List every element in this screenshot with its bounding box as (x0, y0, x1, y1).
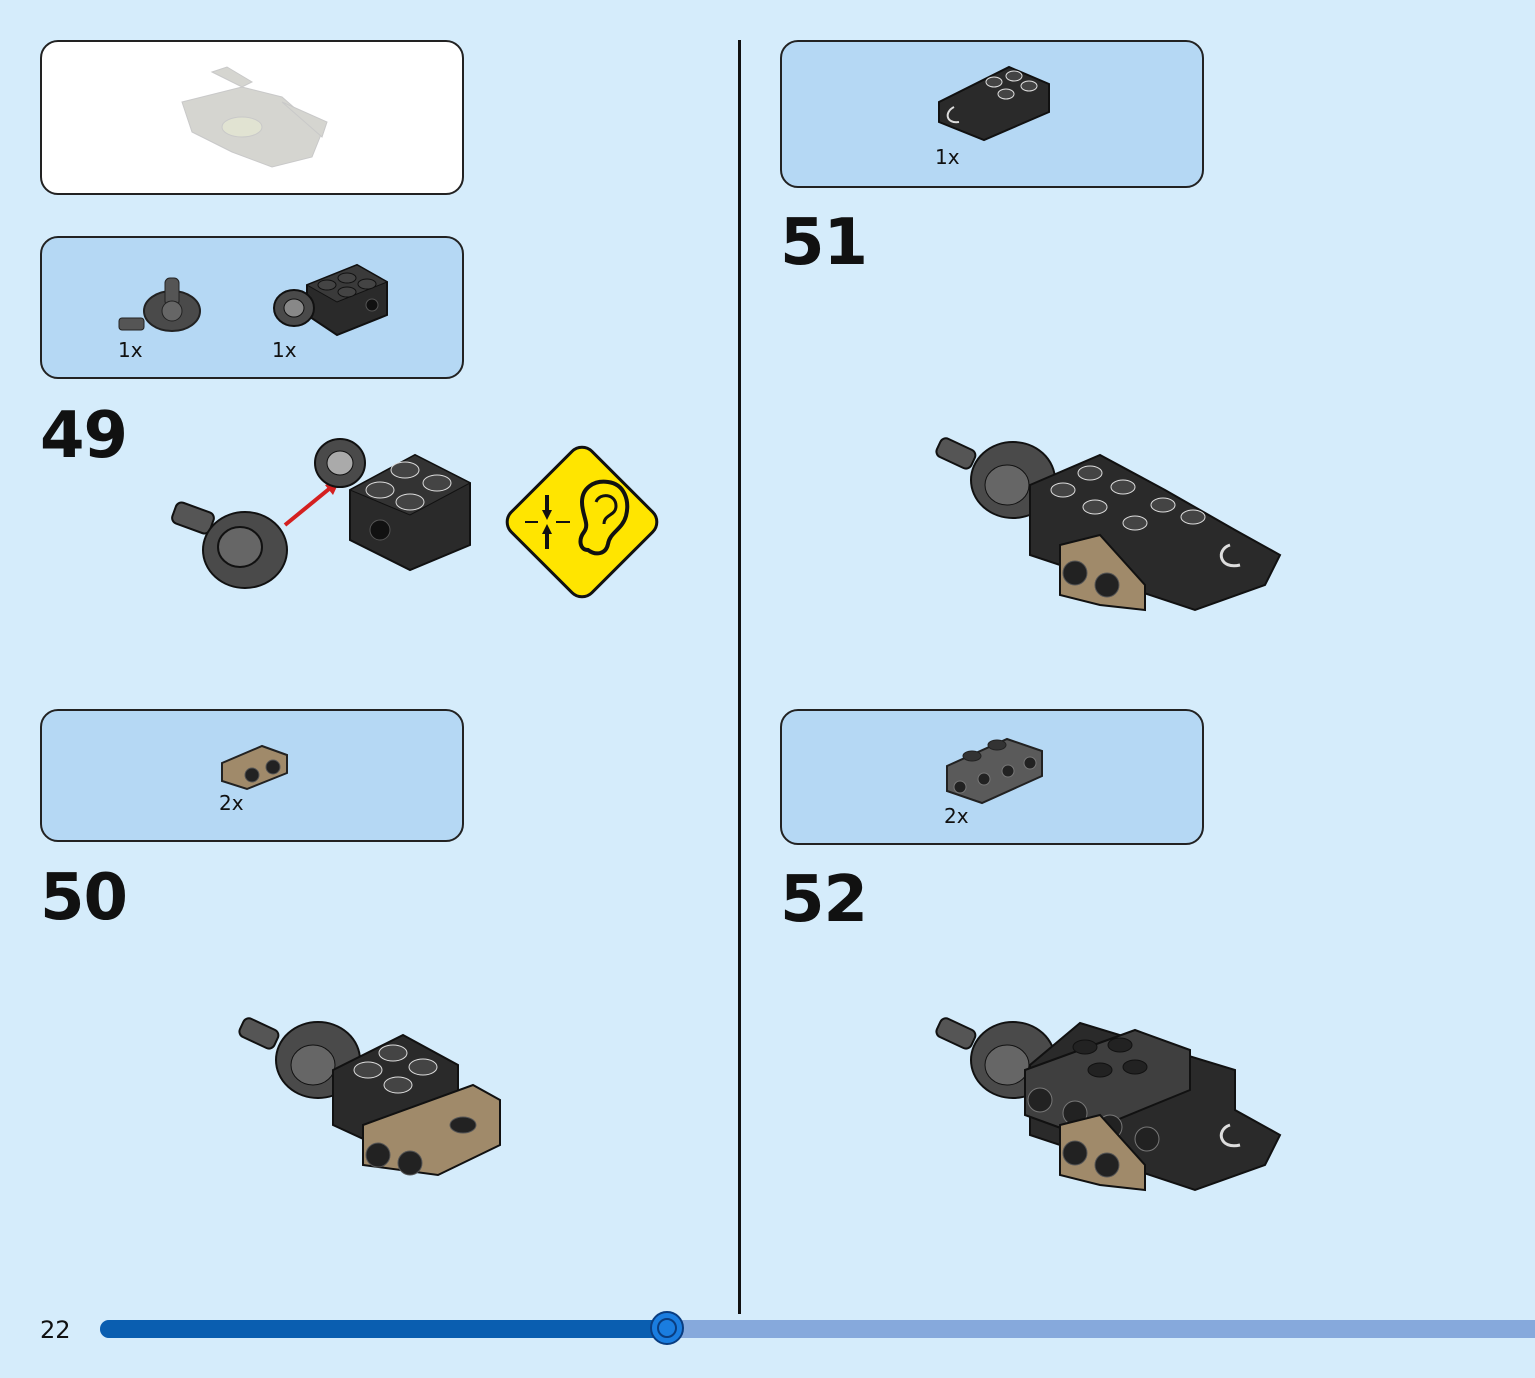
tan-bracket-plate-icon (221, 744, 288, 791)
model-preview-image (181, 66, 328, 168)
step-52-assembly-image (935, 1017, 1282, 1192)
click-sound-warning-icon (505, 445, 659, 599)
part-quantity: 1x (118, 338, 143, 362)
dark-grey-bracket-icon (946, 737, 1043, 805)
parts-box-step-51: 1x (780, 40, 1204, 188)
part-quantity: 2x (219, 791, 244, 815)
column-divider (738, 40, 741, 1314)
progress-bar (100, 1311, 1535, 1345)
ball-joint-pin-icon (118, 277, 201, 332)
model-overview-box (40, 40, 464, 195)
step-number: 49 (40, 399, 128, 473)
step-49-assembly-image (171, 438, 472, 589)
page-number: 22 (40, 1316, 71, 1344)
brick-2x2-ball-socket-icon (273, 263, 389, 337)
step-50-assembly-image (238, 1017, 501, 1177)
step-51-assembly-image (935, 437, 1282, 612)
part-quantity: 1x (272, 338, 297, 362)
parts-box-step-49: 1x 1x (40, 236, 464, 379)
parts-box-step-52: 2x (780, 709, 1204, 845)
progress-marker-icon (649, 1311, 684, 1345)
plate-with-clip-icon (938, 65, 1050, 142)
part-quantity: 1x (935, 145, 960, 169)
step-number: 51 (780, 206, 868, 280)
part-quantity: 2x (944, 804, 969, 828)
parts-box-step-50: 2x (40, 709, 464, 842)
step-number: 50 (40, 861, 128, 935)
progress-fill (100, 1320, 667, 1338)
step-number: 52 (780, 863, 868, 937)
